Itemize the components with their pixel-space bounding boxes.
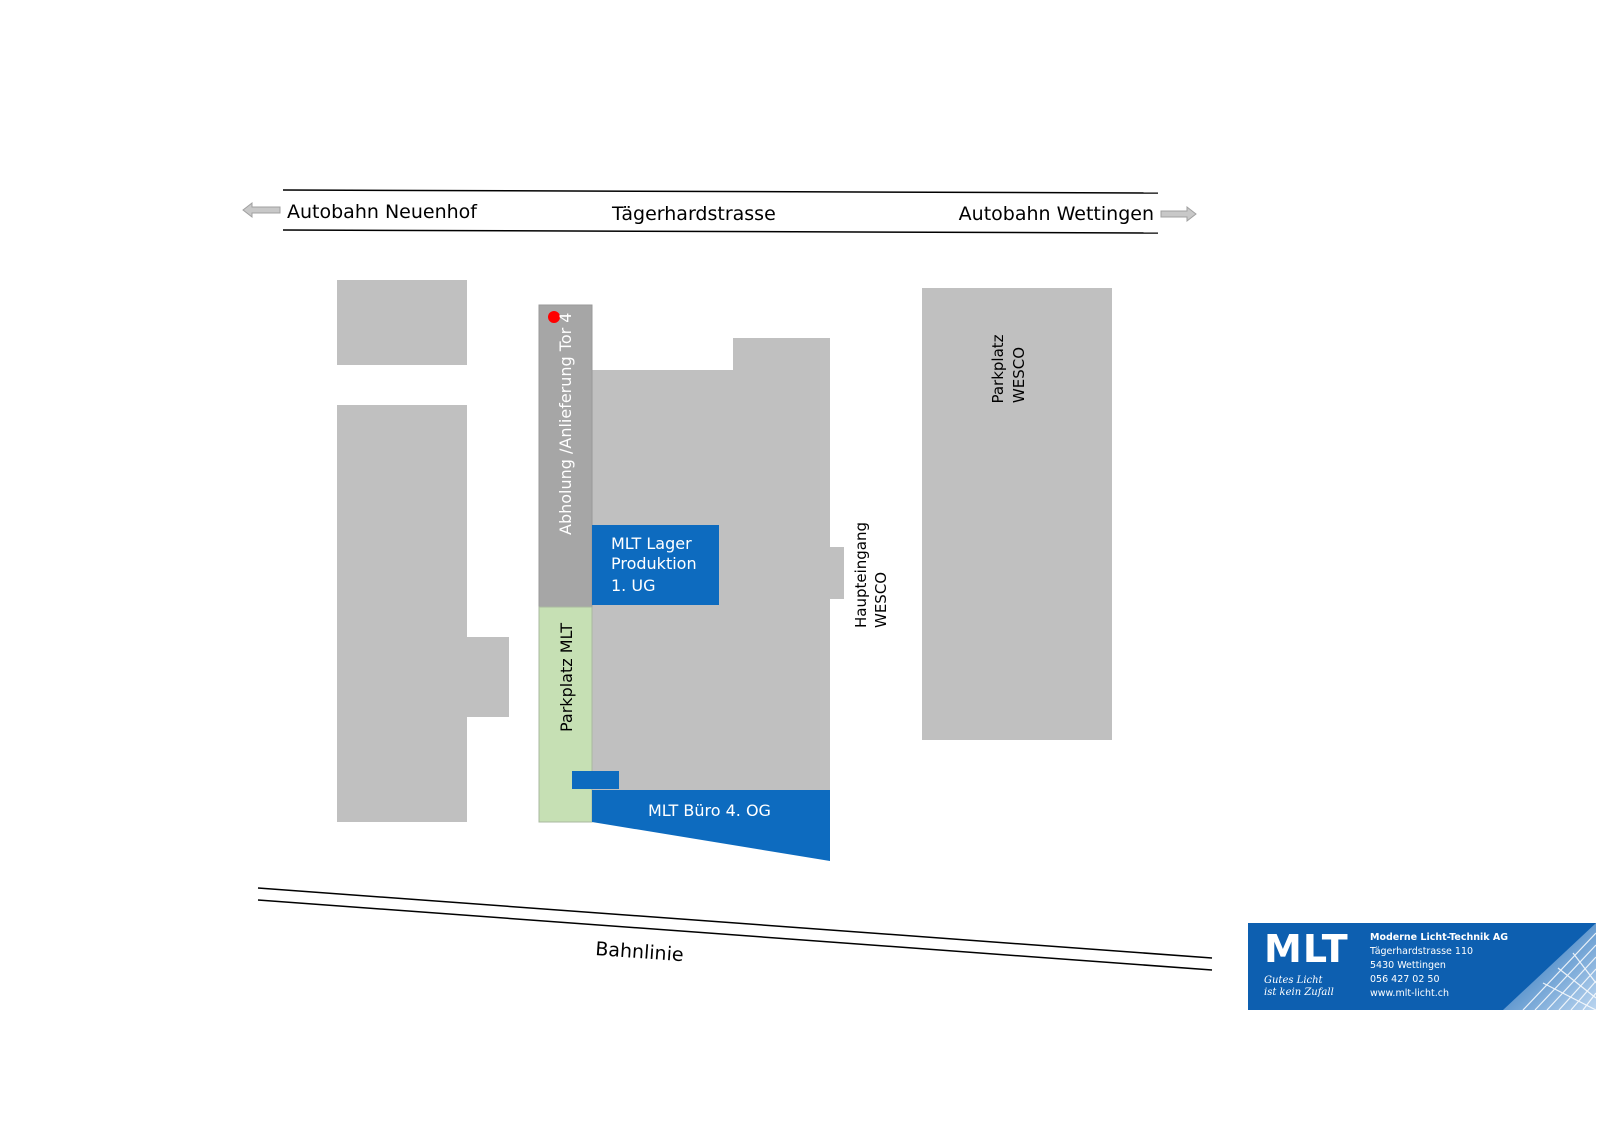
warehouse-label-line-3: 1. UG xyxy=(611,576,655,595)
logo-wordmark: MLT xyxy=(1264,927,1349,971)
warehouse-label-line-1: MLT Lager xyxy=(611,534,692,553)
logo-tagline-line-1: Gutes Licht xyxy=(1264,975,1323,986)
railway-label: Bahnlinie xyxy=(595,938,685,966)
mlt-office xyxy=(592,790,830,861)
main-entrance-label-line-1: Haupteingang xyxy=(852,522,870,628)
street-line-top xyxy=(282,189,1159,194)
logo-tagline-line-2: ist kein Zufall xyxy=(1264,987,1334,998)
arrow-left-icon xyxy=(242,201,281,219)
office-label: MLT Büro 4. OG xyxy=(648,801,771,820)
gate-4-marker-icon xyxy=(548,311,560,323)
railway-line-top xyxy=(257,887,1213,959)
parking-wesco-label-line-2: WESCO xyxy=(1010,347,1028,403)
company-phone: 056 427 02 50 xyxy=(1370,974,1440,985)
building-left-small xyxy=(337,280,467,365)
light-rays-icon xyxy=(1503,923,1596,1010)
delivery-zone xyxy=(538,304,593,608)
street-name-label: Tägerhardstrasse xyxy=(611,203,776,225)
mlt-warehouse xyxy=(592,525,719,605)
parking-wesco-label-line-1: Parkplatz xyxy=(989,334,1007,403)
company-web: www.mlt-licht.ch xyxy=(1370,988,1450,999)
parking-wesco xyxy=(922,288,1112,740)
east-exit-label: Autobahn Wettingen xyxy=(959,203,1154,225)
building-left-annex xyxy=(467,637,509,717)
parking-mlt-label: Parkplatz MLT xyxy=(557,623,576,732)
main-entrance-label-line-2: WESCO xyxy=(872,572,890,628)
street-line-bottom xyxy=(282,229,1159,234)
company-logo: MLT Gutes Licht ist kein Zufall Moderne … xyxy=(1248,923,1596,1010)
logo-tagline: Gutes Licht ist kein Zufall xyxy=(1264,975,1354,999)
railway-line-bottom xyxy=(257,899,1213,971)
company-name: Moderne Licht-Technik AG xyxy=(1370,932,1509,943)
delivery-zone-label: Abholung /Anlieferung Tor 4 xyxy=(556,313,575,535)
company-city: 5430 Wettingen xyxy=(1370,960,1446,971)
building-left-large xyxy=(337,405,467,822)
west-exit-label: Autobahn Neuenhof xyxy=(287,201,478,223)
arrow-right-icon xyxy=(1160,205,1197,223)
main-entrance-step xyxy=(830,547,844,599)
company-address: Moderne Licht-Technik AG Tägerhardstrass… xyxy=(1370,931,1508,1001)
warehouse-label-line-2: Produktion xyxy=(611,554,697,573)
company-street: Tägerhardstrasse 110 xyxy=(1370,946,1474,957)
office-entrance xyxy=(572,771,619,789)
